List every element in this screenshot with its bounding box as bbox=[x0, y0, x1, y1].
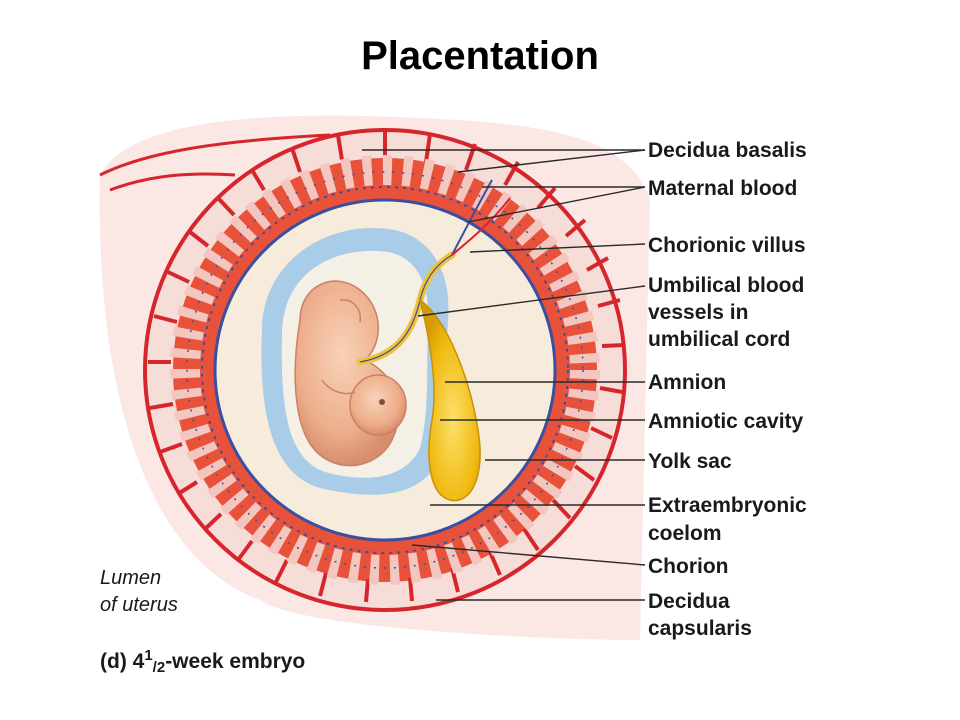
caption-subscript: /2 bbox=[153, 659, 166, 676]
label-group: Decidua basalis Maternal blood Chorionic… bbox=[648, 139, 807, 640]
figure-caption: (d) 41/2-week embryo bbox=[100, 647, 305, 676]
caption-prefix: (d) 4 bbox=[100, 650, 145, 673]
caption-suffix: -week embryo bbox=[165, 650, 305, 673]
slide-title: Placentation bbox=[361, 34, 599, 78]
label-amnion: Amnion bbox=[648, 371, 726, 394]
label-decidua-capsularis-line2: capsularis bbox=[648, 617, 752, 640]
label-chorion: Chorion bbox=[648, 555, 728, 578]
label-umbilical-line2: vessels in bbox=[648, 301, 748, 324]
label-decidua-capsularis-line1: Decidua bbox=[648, 590, 730, 613]
caption-superscript: 1 bbox=[144, 647, 152, 664]
lumen-line1: Lumen bbox=[100, 567, 161, 589]
label-umbilical-line3: umbilical cord bbox=[648, 328, 790, 351]
label-amniotic-cavity: Amniotic cavity bbox=[648, 410, 804, 433]
label-extraembryonic-line2: coelom bbox=[648, 522, 722, 545]
label-umbilical-line1: Umbilical blood bbox=[648, 274, 804, 297]
label-extraembryonic-line1: Extraembryonic bbox=[648, 494, 807, 517]
embryo bbox=[294, 280, 407, 467]
umbilical-arteries bbox=[451, 197, 511, 256]
maternal-blood-vessels bbox=[148, 130, 626, 603]
leader-lines bbox=[362, 149, 646, 601]
label-maternal-blood: Maternal blood bbox=[648, 177, 797, 200]
yolk-sac bbox=[418, 298, 481, 502]
lumen-line2: of uterus bbox=[100, 594, 178, 616]
chorionic-villi bbox=[170, 155, 600, 585]
label-decidua-basalis: Decidua basalis bbox=[648, 139, 807, 162]
label-chorionic-villus: Chorionic villus bbox=[648, 234, 806, 257]
lumen-label: Lumen of uterus bbox=[100, 567, 178, 616]
label-yolk-sac: Yolk sac bbox=[648, 450, 732, 473]
